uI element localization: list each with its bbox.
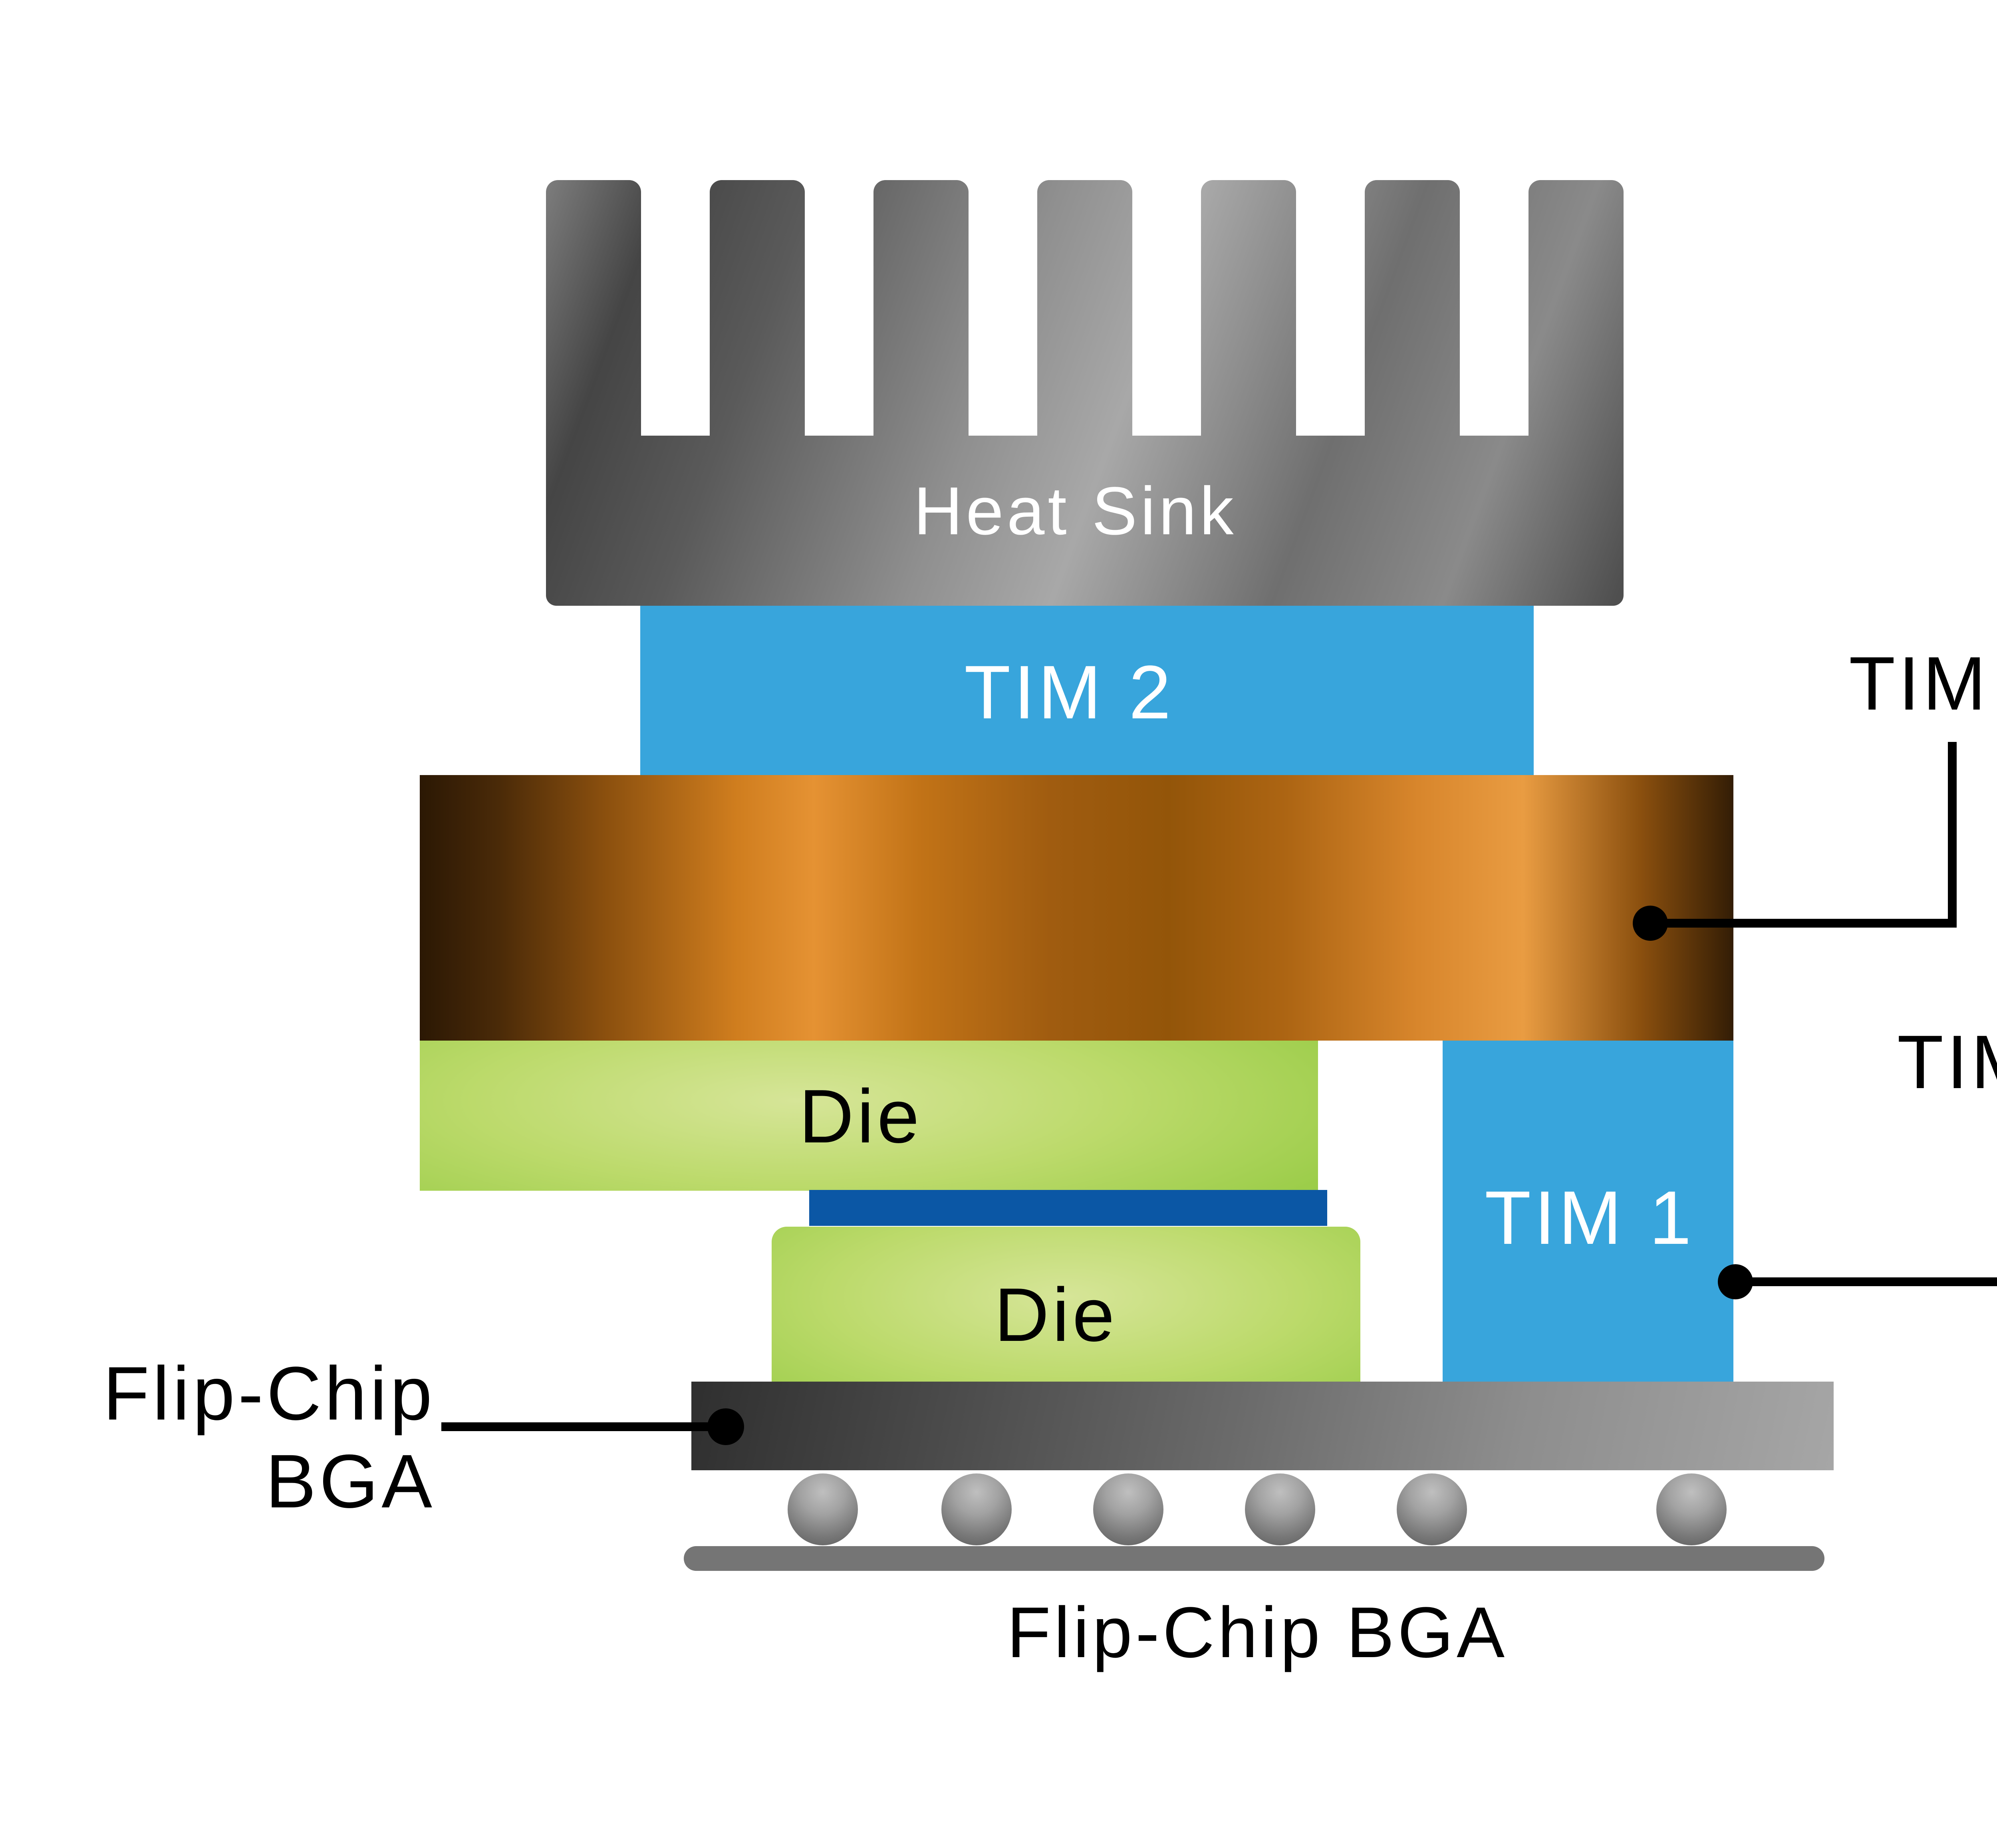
substrate-layer xyxy=(691,1382,1834,1470)
flip-chip-bga-label-line1: Flip-Chip xyxy=(103,1351,435,1436)
copper-lid-layer xyxy=(420,775,1733,1041)
heat-sink-shape xyxy=(546,180,1624,606)
heat-sink-fin xyxy=(1365,180,1460,460)
flip-chip-bga-label-line2: BGA xyxy=(265,1439,435,1524)
solder-ball xyxy=(1397,1473,1467,1545)
die-top-label: Die xyxy=(661,1073,1060,1160)
solder-ball xyxy=(941,1473,1012,1545)
solder-ball xyxy=(1093,1473,1163,1545)
solder-ball xyxy=(788,1473,858,1545)
die-bottom-layer xyxy=(772,1227,1360,1382)
die-attach-layer xyxy=(809,1190,1327,1226)
heat-sink-base xyxy=(546,436,1624,606)
callout-tim15-label-text: TIM 1.5 xyxy=(1897,1020,1997,1104)
solder-ball xyxy=(1245,1473,1315,1545)
bottom-caption-text: Flip-Chip BGA xyxy=(1006,1592,1508,1673)
heat-sink-label-text: Heat Sink xyxy=(913,473,1237,549)
solder-ball xyxy=(1656,1473,1727,1545)
pcb-bar xyxy=(684,1546,1824,1571)
heat-sink-fin xyxy=(1529,180,1624,460)
flip-chip-bga-label: Flip-Chip BGA xyxy=(36,1350,435,1525)
tim2-layer-label: TIM 2 xyxy=(869,648,1269,736)
die-bottom-label-text: Die xyxy=(994,1273,1118,1357)
tim2-layer xyxy=(640,606,1534,775)
callout-tim2-label-text: TIM 2 xyxy=(1849,641,1997,726)
tim1-label: TIM 1 xyxy=(1390,1174,1789,1262)
die-bottom-label: Die xyxy=(856,1271,1256,1359)
die-top-label-text: Die xyxy=(799,1074,923,1159)
heat-sink-fin xyxy=(873,180,969,460)
tim1-layer xyxy=(1443,1041,1733,1382)
heat-sink-label: Heat Sink xyxy=(875,467,1275,555)
heat-sink-fin xyxy=(1037,180,1132,460)
die-top-layer xyxy=(420,1041,1318,1191)
tim1-label-text: TIM 1 xyxy=(1485,1176,1695,1260)
heat-sink-fin xyxy=(1201,180,1296,460)
callout-tim2-label: TIM 2 xyxy=(1754,640,1997,728)
heat-sink-fin xyxy=(546,180,641,460)
tim2-layer-label-text: TIM 2 xyxy=(964,650,1174,735)
callout-tim15-label: TIM 1.5 xyxy=(1837,1018,1997,1106)
heat-sink-fin xyxy=(710,180,805,460)
bottom-caption: Flip-Chip BGA xyxy=(958,1588,1557,1676)
